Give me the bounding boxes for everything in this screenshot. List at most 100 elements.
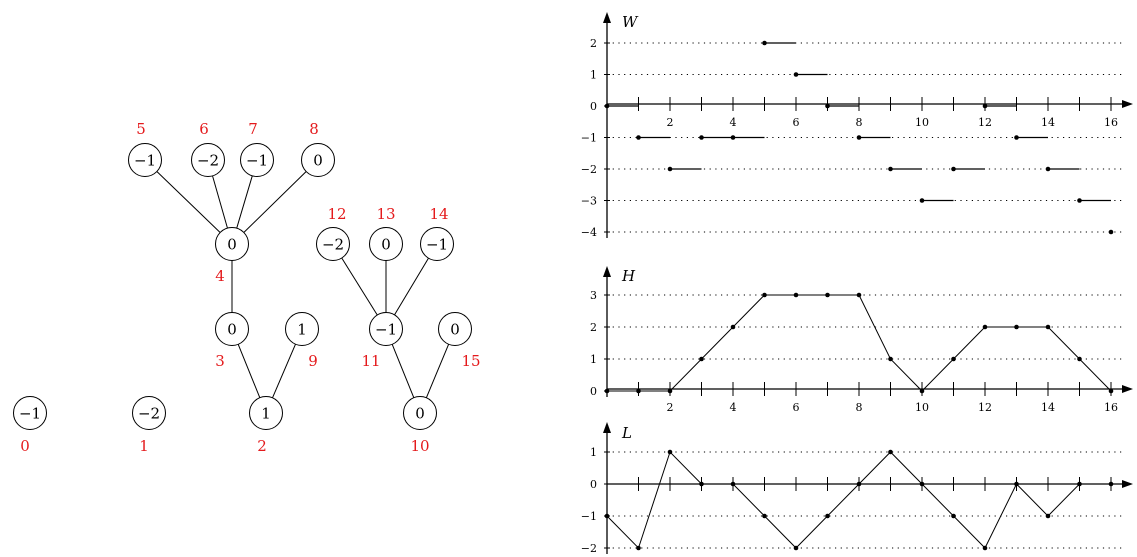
tree-node-index: 4 — [215, 267, 225, 285]
data-point — [919, 198, 925, 203]
tree-node-value: −2 — [138, 405, 160, 423]
tree-node-index: 2 — [257, 437, 267, 455]
tree-node-value: −1 — [246, 152, 268, 170]
data-point — [1077, 356, 1082, 362]
tree-node-circle — [128, 143, 162, 177]
tree-node-value: 0 — [450, 321, 460, 339]
x-tick-label: 16 — [1104, 401, 1118, 414]
data-point — [699, 481, 704, 487]
data-point — [730, 324, 736, 330]
data-point — [951, 513, 956, 519]
data-point — [1014, 481, 1019, 487]
tree-node: −111 — [361, 312, 403, 370]
data-point — [762, 513, 767, 519]
tree-node-circle — [191, 143, 225, 177]
y-axis-arrowhead — [603, 266, 611, 277]
tree-node-value: 0 — [227, 236, 237, 254]
tree-node-circle — [438, 312, 472, 346]
y-tick-label: 0 — [590, 385, 597, 398]
data-point — [1014, 324, 1019, 330]
tree-edge — [341, 257, 378, 316]
data-point — [636, 135, 641, 140]
tree-edge — [272, 343, 296, 399]
tree-node-value: 0 — [313, 152, 323, 170]
x-tick-label: 12 — [978, 401, 992, 414]
tree-node-index: 10 — [410, 437, 429, 455]
tree-node: −1 5 — [128, 120, 162, 177]
tree-node: 04 — [215, 227, 249, 285]
tree-node: 010 — [403, 396, 437, 455]
x-tick-label: 8 — [856, 401, 863, 414]
data-point — [856, 292, 862, 298]
tree-node: −1 7 — [240, 120, 274, 177]
data-point — [667, 449, 673, 455]
y-tick-label: −2 — [581, 542, 597, 555]
data-point — [982, 545, 988, 551]
data-point — [604, 513, 610, 519]
data-point — [793, 545, 799, 551]
tree-node-index: 0 — [20, 437, 30, 455]
forest-nodes: −10−21120304−15−26−170819010−111−212013−… — [13, 120, 481, 455]
tree-node-circle — [249, 396, 283, 430]
data-point — [982, 324, 988, 330]
tree-node: 08 — [301, 120, 335, 177]
tree-edge — [156, 171, 221, 233]
data-point — [1077, 198, 1082, 203]
tree-node-index: 6 — [199, 120, 209, 138]
tree-node-circle — [215, 312, 249, 346]
forest-edges — [156, 171, 450, 399]
tree-node-index: 5 — [136, 120, 146, 138]
data-point — [825, 292, 830, 298]
series-line — [607, 294, 1112, 392]
data-point — [888, 356, 893, 362]
data-point — [604, 388, 610, 394]
y-tick-label: 0 — [590, 478, 597, 491]
tree-node-value: 0 — [227, 321, 237, 339]
data-point — [1108, 481, 1114, 487]
tree-node: 03 — [215, 312, 249, 370]
y-axis-arrowhead — [603, 422, 611, 433]
tree-node-value: −2 — [322, 236, 344, 254]
data-point — [636, 388, 641, 394]
tree-node: −1 0 — [13, 396, 47, 455]
tree-node-index: 12 — [327, 205, 346, 223]
y-tick-label: 1 — [590, 446, 597, 459]
x-tick-label: 8 — [856, 116, 863, 129]
tree-node-value: 1 — [297, 321, 307, 339]
data-point — [1045, 166, 1051, 172]
tree-node-value: −1 — [19, 405, 41, 423]
tree-node-index: 11 — [361, 352, 380, 370]
tree-node-index: 7 — [248, 120, 258, 138]
tree-node-value: −1 — [134, 152, 156, 170]
plot-l: 10−1−2L — [581, 422, 1133, 555]
tree-node-value: −1 — [426, 236, 448, 254]
tree-node-circle — [301, 143, 335, 177]
tree-node-circle — [316, 227, 350, 261]
plot-title: W — [622, 13, 639, 31]
data-point — [762, 292, 767, 298]
y-tick-label: 1 — [590, 69, 597, 82]
x-tick-label: 2 — [667, 116, 674, 129]
y-tick-label: −3 — [581, 195, 597, 208]
data-point — [888, 166, 893, 172]
plot-title: L — [621, 424, 632, 442]
tree-node: 19 — [285, 312, 319, 370]
data-point — [667, 166, 673, 172]
x-tick-label: 10 — [915, 116, 929, 129]
data-point — [762, 40, 767, 46]
tree-node: 015 — [438, 312, 481, 370]
y-tick-label: 3 — [590, 289, 597, 302]
y-axis-arrowhead — [603, 12, 611, 23]
tree-node-circle — [215, 227, 249, 261]
tree-node-value: 0 — [381, 236, 391, 254]
data-point — [1045, 324, 1051, 330]
x-tick-label: 16 — [1104, 116, 1118, 129]
tree-node: 12 — [249, 396, 283, 455]
data-point — [919, 481, 925, 487]
data-point — [1045, 513, 1051, 519]
x-tick-label: 10 — [915, 401, 929, 414]
x-tick-label: 6 — [793, 116, 800, 129]
data-point — [1108, 229, 1114, 235]
data-point — [730, 481, 736, 487]
